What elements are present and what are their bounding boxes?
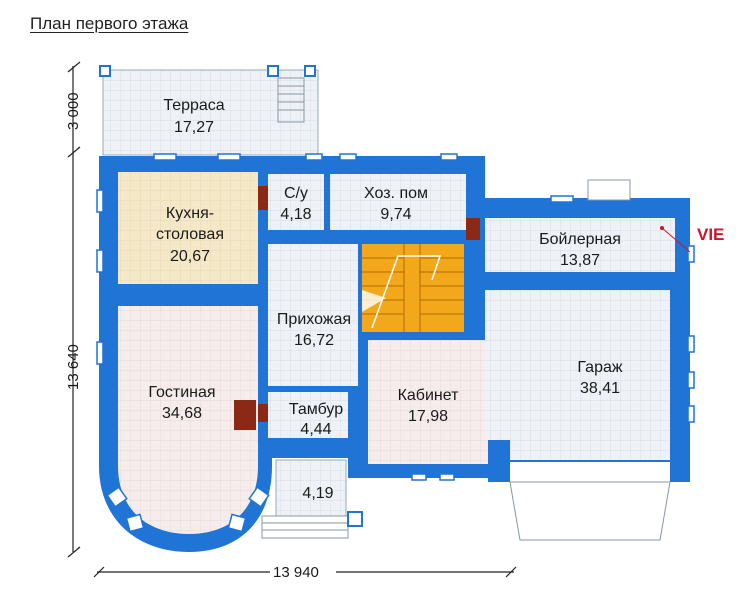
terrace — [99, 65, 319, 156]
bath-floor — [268, 174, 324, 230]
terrace-area: 17,27 — [174, 119, 214, 136]
study-floor — [368, 340, 488, 464]
plan-title: План первого этажа — [30, 14, 189, 33]
utility-name: Хоз. пом — [364, 185, 428, 202]
svg-text:VIE: VIE — [697, 225, 724, 244]
chimneys — [234, 186, 480, 430]
garage-area: 38,41 — [580, 380, 620, 397]
kitchen-area: 20,67 — [170, 248, 210, 265]
hall-floor — [268, 244, 358, 386]
living-floor — [118, 306, 258, 534]
staircase — [362, 244, 464, 332]
utility-floor — [330, 174, 466, 230]
kitchen-name-1: Кухня- — [166, 205, 214, 222]
terrace-name: Терраса — [163, 97, 224, 114]
kitchen-name-2: столовая — [156, 226, 224, 243]
boiler-name: Бойлерная — [539, 231, 621, 248]
vestibule-area: 4,44 — [300, 421, 331, 438]
study-name: Кабинет — [398, 387, 460, 404]
living-area: 34,68 — [162, 405, 202, 422]
garage-floor — [510, 290, 670, 460]
porch-area: 4,19 — [302, 485, 333, 502]
watermark: VIE — [660, 225, 724, 253]
terrace-stairs — [277, 77, 305, 123]
bath-area: 4,18 — [280, 206, 311, 223]
hall-name: Прихожая — [277, 311, 351, 328]
living-name: Гостиная — [148, 384, 215, 401]
dim-vertical-top: 3 000 — [65, 92, 82, 130]
garage-name: Гараж — [577, 359, 622, 376]
boiler-floor — [485, 218, 675, 272]
vestibule-floor — [268, 392, 348, 438]
bath-name: С/у — [284, 185, 308, 202]
boiler-area: 13,87 — [560, 252, 600, 269]
study-area: 17,98 — [408, 408, 448, 425]
utility-area: 9,74 — [380, 206, 411, 223]
windows — [96, 153, 695, 533]
dim-vertical-main: 13 640 — [65, 344, 82, 390]
vestibule-name: Тамбур — [289, 401, 343, 418]
kitchen-floor — [118, 172, 258, 284]
dim-horizontal-bottom: 13 940 — [273, 564, 319, 581]
hall-area: 16,72 — [294, 332, 334, 349]
porch — [261, 459, 363, 539]
